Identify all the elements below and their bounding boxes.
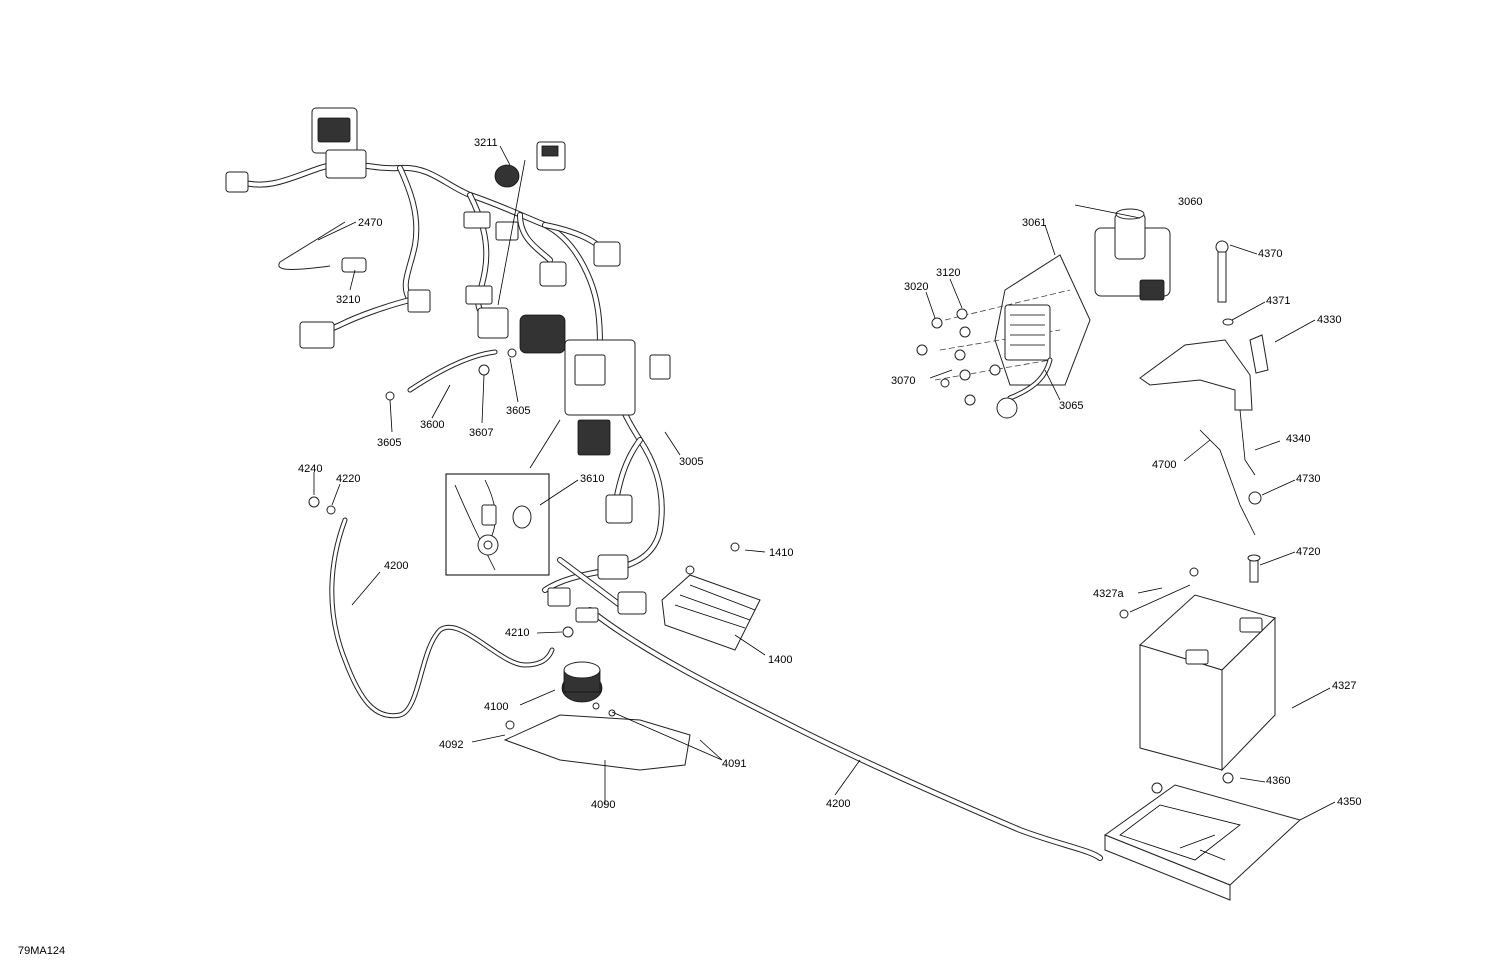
callout-3060: 3060 [1178, 196, 1202, 208]
solenoid-4100 [561, 626, 603, 703]
callout-3605-right: 3605 [506, 405, 530, 417]
callout-4327: 4327 [1332, 680, 1356, 692]
detail-inset-3610 [445, 419, 561, 576]
sensor-3210 [278, 221, 367, 273]
bracket-4090 [503, 702, 691, 771]
callout-4720: 4720 [1296, 546, 1320, 558]
strap-4327a [1119, 567, 1199, 619]
voltage-regulator-1400 [661, 542, 761, 651]
callout-3020: 3020 [904, 281, 928, 293]
fasteners-3020-3070-3120 [916, 308, 1001, 406]
callout-4210: 4210 [505, 627, 529, 639]
battery-4327 [1139, 594, 1276, 772]
callout-4327a: 4327a [1093, 588, 1124, 600]
callout-labels: 3211 2470 3210 3605 3605 3600 3607 3005 … [298, 137, 1361, 811]
callout-4700: 4700 [1152, 459, 1176, 471]
callout-3120: 3120 [936, 267, 960, 279]
callout-3005: 3005 [679, 456, 703, 468]
callout-1400: 1400 [768, 654, 792, 666]
leader-lines [313, 145, 1336, 821]
ground-cable-3600 [385, 348, 517, 401]
sensor-3211 [494, 141, 566, 188]
callout-4371: 4371 [1266, 295, 1290, 307]
callout-4091: 4091 [722, 758, 746, 770]
callout-2470: 2470 [358, 217, 382, 229]
callout-4220: 4220 [336, 473, 360, 485]
callout-3600: 3600 [420, 419, 444, 431]
callout-3070: 3070 [891, 375, 915, 387]
callout-3061: 3061 [1022, 217, 1046, 229]
callout-4340: 4340 [1286, 433, 1310, 445]
callout-4200-bottom: 4200 [826, 798, 850, 810]
harness-connectors [225, 107, 671, 623]
callout-4100: 4100 [484, 701, 508, 713]
callout-4350: 4350 [1337, 796, 1361, 808]
leader-3211-arrow [497, 159, 526, 306]
callout-3605-left: 3605 [377, 437, 401, 449]
callout-4370: 4370 [1258, 248, 1282, 260]
callout-4200-left: 4200 [384, 560, 408, 572]
callout-1410: 1410 [769, 547, 793, 559]
callout-4090: 4090 [591, 799, 615, 811]
callout-4240: 4240 [298, 463, 322, 475]
callout-3210: 3210 [336, 294, 360, 306]
callout-4360: 4360 [1266, 775, 1290, 787]
callout-3211: 3211 [474, 137, 498, 149]
battery-cable-4200 [308, 496, 555, 719]
callout-3607: 3607 [469, 427, 493, 439]
callout-4730: 4730 [1296, 473, 1320, 485]
harness-3065 [996, 357, 1053, 419]
callout-4092: 4092 [439, 739, 463, 751]
callout-3065: 3065 [1059, 400, 1083, 412]
callout-3610: 3610 [580, 473, 604, 485]
battery-tray-4350 [1103, 772, 1301, 901]
servo-motor-3060 [1094, 208, 1171, 301]
mounting-plate-3061 [934, 254, 1091, 386]
callout-4330: 4330 [1317, 314, 1341, 326]
diagram-code: 79MA124 [18, 945, 66, 957]
